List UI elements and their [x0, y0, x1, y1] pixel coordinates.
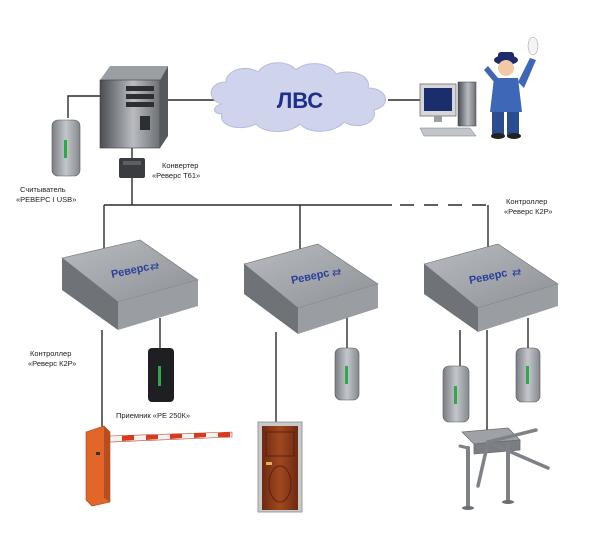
receiver-device: [148, 348, 174, 402]
usb-reader-label-line1: Считыватель: [20, 185, 66, 194]
converter-label-line2: «Реверс Т61»: [152, 171, 200, 180]
controller-left-label-line1: Контроллер: [30, 349, 71, 358]
connection-lines: [67, 95, 529, 432]
reader-indicator-icon: [158, 366, 161, 386]
lan-label: ЛВС: [277, 88, 323, 113]
converter-label-line1: Конвертер: [162, 161, 198, 170]
receiver-label: Приемник «РЕ 250К»: [116, 411, 190, 420]
controller-left-label-line2: «Реверс К2Р»: [28, 359, 76, 368]
reader-indicator-icon: [454, 386, 457, 404]
tripod-turnstile: [458, 427, 550, 510]
door: [257, 421, 303, 513]
controller-middle: Реверс ⇄: [243, 243, 379, 334]
converter-device: [119, 158, 145, 178]
bidirectional-arrow-icon: ⇄: [332, 267, 341, 279]
bidirectional-arrow-icon: ⇄: [150, 261, 159, 273]
usb-card-reader: [51, 119, 81, 177]
controller-right-label-line1: Контроллер: [506, 197, 547, 206]
barrier-gate: [85, 425, 233, 507]
bidirectional-arrow-icon: ⇄: [512, 267, 521, 279]
controller-left: Реверс ⇄: [61, 239, 199, 330]
reader-indicator-icon: [345, 366, 348, 384]
right-card-reader-1: [442, 365, 470, 423]
workstation-computer: [419, 81, 477, 137]
reader-indicator-icon: [64, 140, 67, 158]
door-handle-icon: [266, 462, 272, 465]
right-card-reader-2: [515, 347, 541, 403]
usb-reader-label-line2: «РЕВЕРС I USB»: [16, 195, 76, 204]
reader-indicator-icon: [526, 366, 529, 384]
server-computer: [99, 66, 168, 149]
usb-reader-cable: [67, 95, 100, 118]
middle-card-reader: [334, 347, 360, 401]
security-guard-figure: [484, 36, 539, 139]
controller-right-label-line2: «Реверс К2Р»: [504, 207, 552, 216]
controller-right: Реверс ⇄: [423, 243, 559, 332]
lan-cloud: ЛВС: [210, 62, 386, 132]
